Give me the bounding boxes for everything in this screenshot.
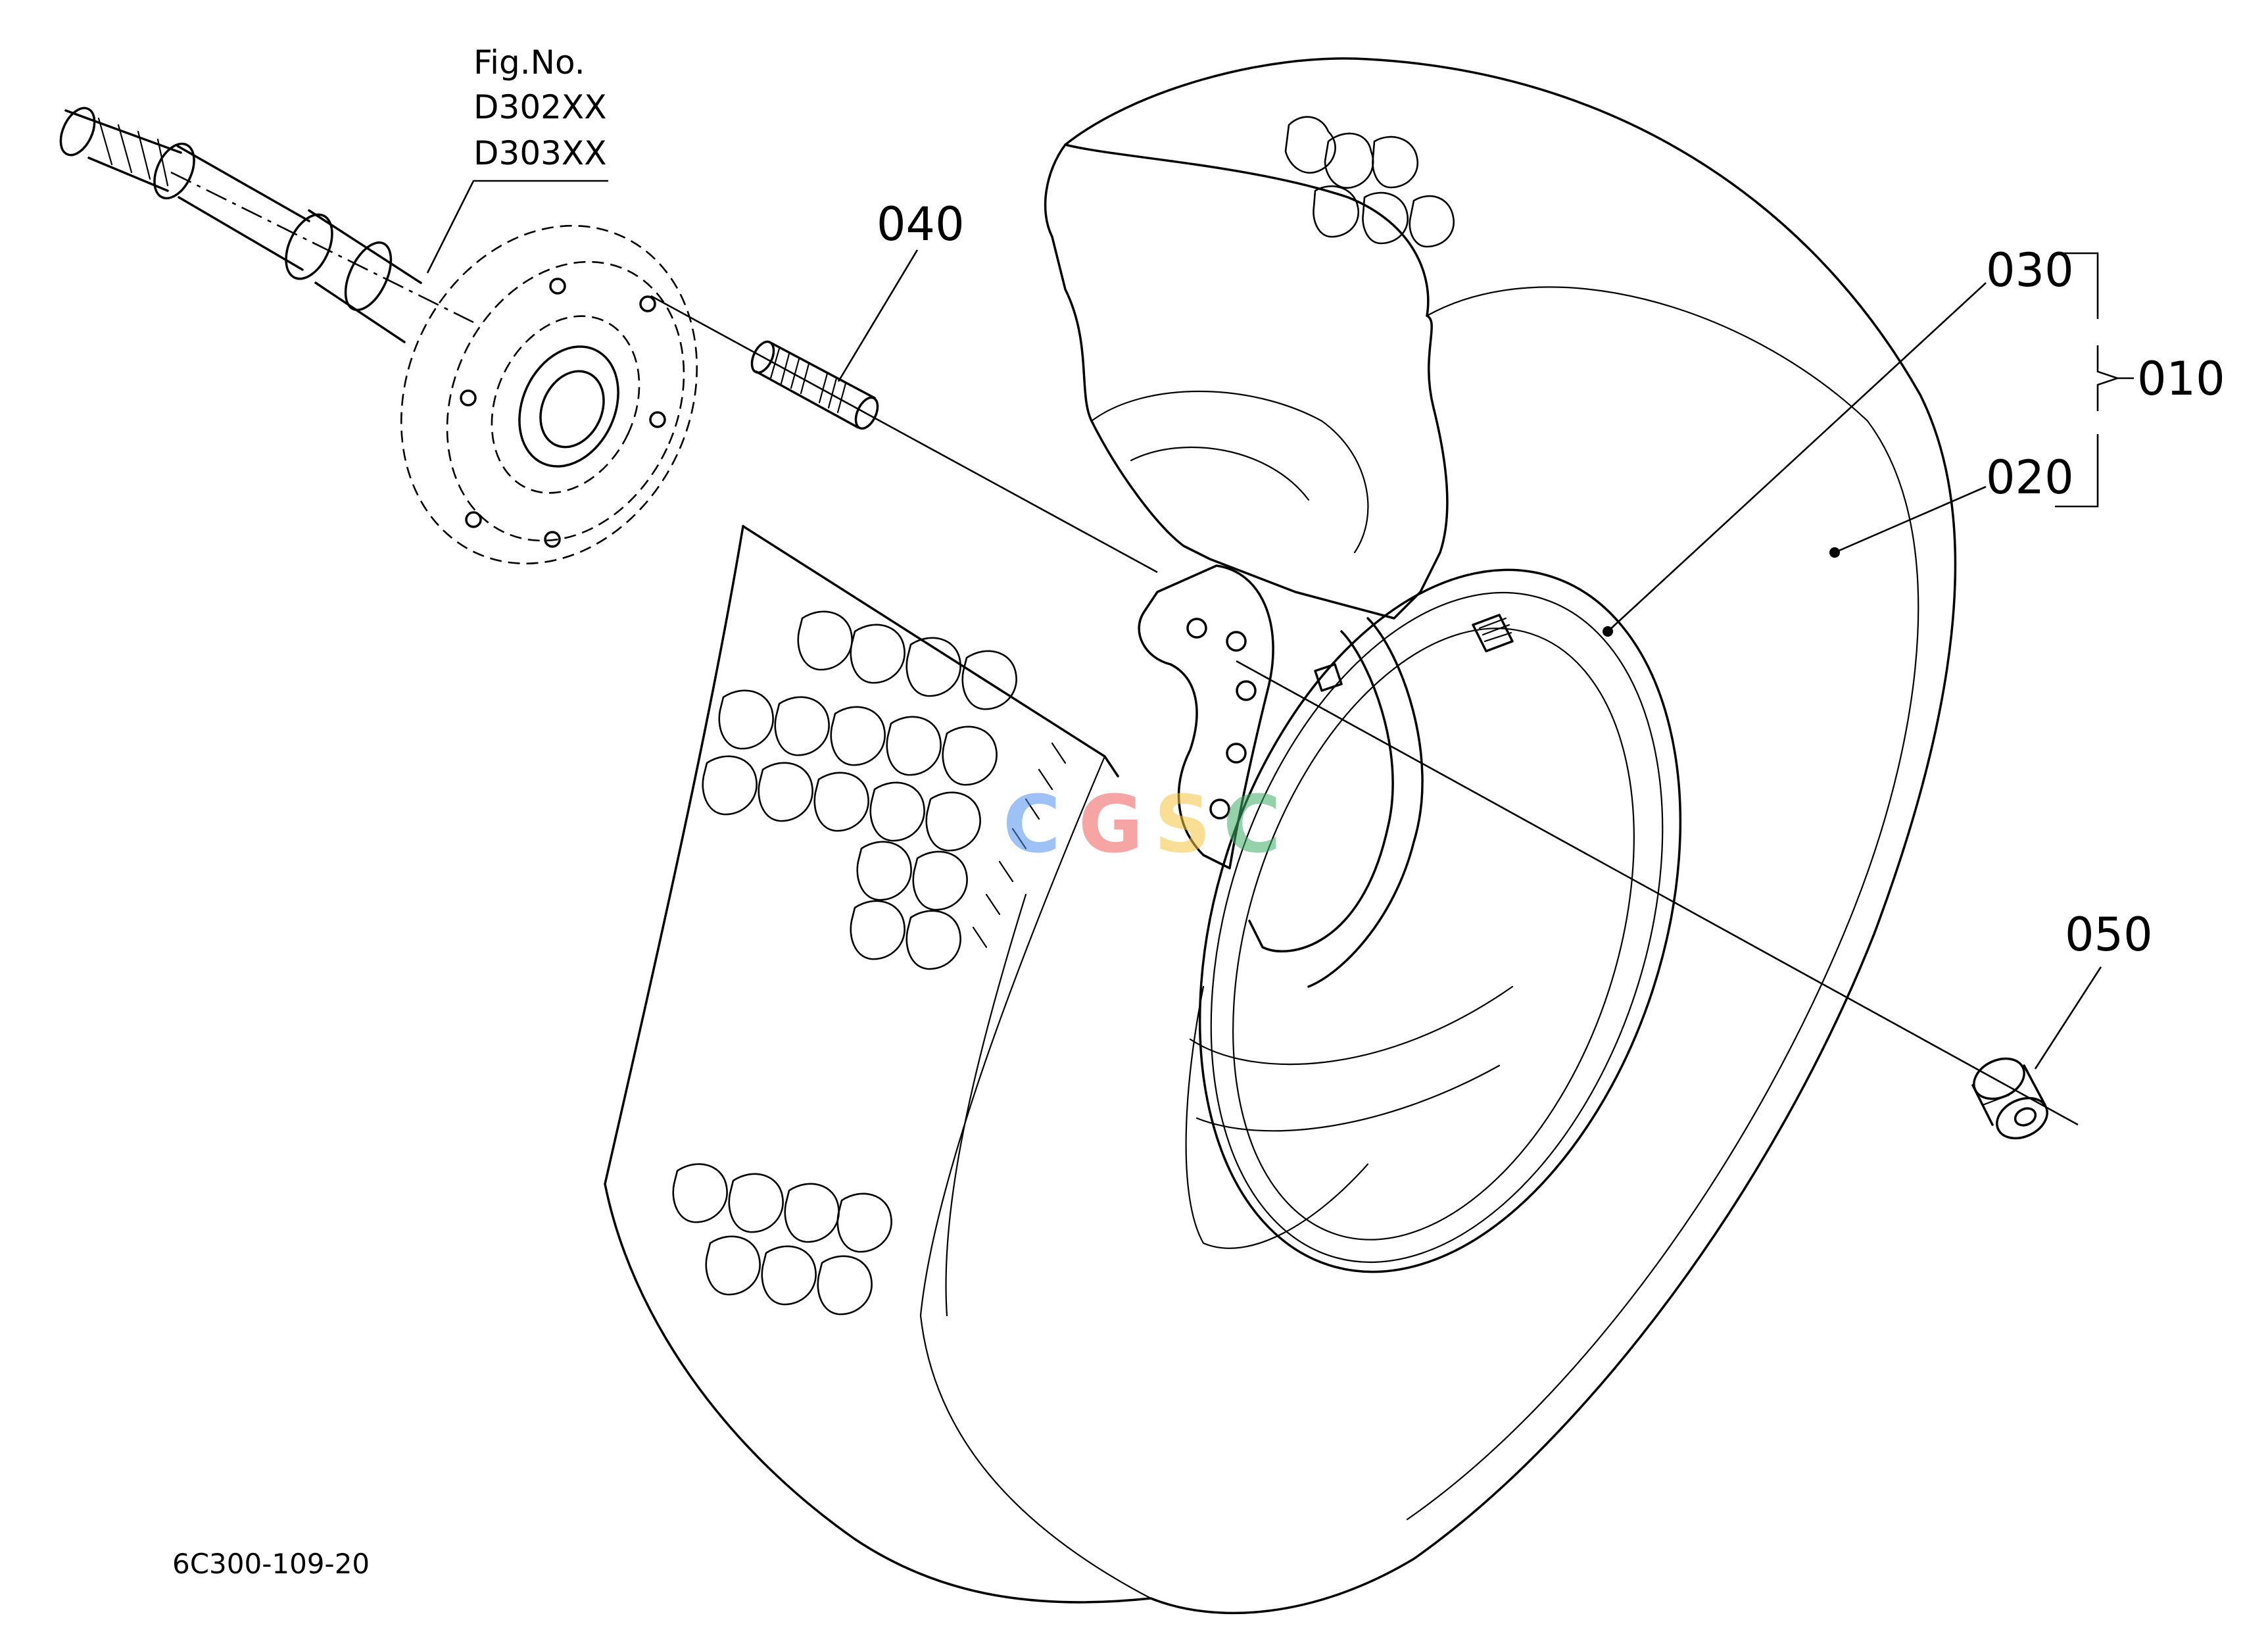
leader-lines: [426, 180, 2134, 1069]
fig-ref-2: D303XX: [473, 134, 606, 172]
fig-ref-1: D302XX: [473, 88, 606, 126]
watermark-letter-c2: C: [1223, 779, 1281, 871]
callout-020: 020: [1986, 451, 2074, 504]
callout-050: 050: [2065, 908, 2153, 962]
tread-pattern: [672, 116, 1455, 1315]
fig-no-label: Fig.No.: [473, 43, 585, 82]
watermark-letter-c1: C: [1003, 779, 1061, 871]
watermark-letter-s: S: [1154, 779, 1211, 871]
tire: [604, 57, 1957, 1615]
figure-reference: Fig.No. D302XX D303XX: [473, 43, 606, 172]
wheel-nut: [1971, 1057, 2048, 1140]
drawing-code: 6C300-109-20: [172, 1548, 370, 1580]
cgsc-watermark: C G S C: [1003, 779, 1281, 871]
callout-010: 010: [2137, 352, 2225, 406]
callout-040: 040: [877, 197, 965, 251]
watermark-letter-g: G: [1078, 779, 1144, 871]
axle-shaft: [59, 107, 698, 565]
callout-030: 030: [1986, 243, 2074, 297]
wheel-rim: [1138, 564, 1682, 1273]
